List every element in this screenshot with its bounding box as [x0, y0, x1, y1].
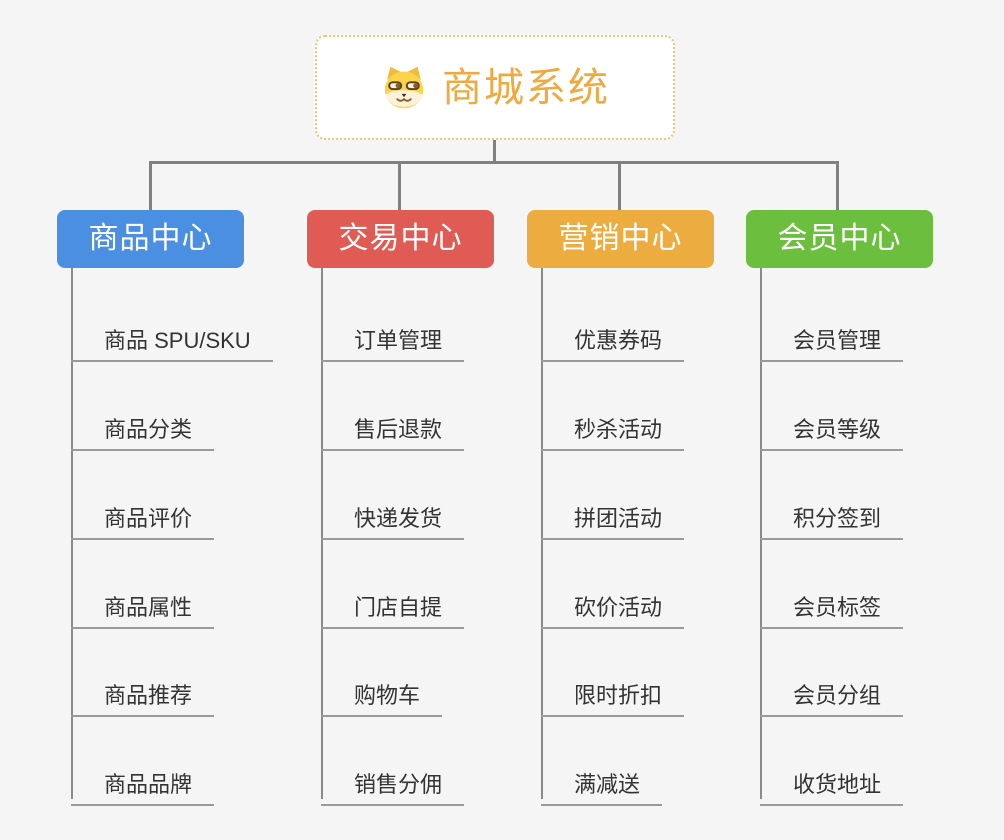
leaf-node[interactable]: 会员管理: [760, 315, 904, 362]
connector-drop-product-center: [149, 161, 152, 211]
leaf-node[interactable]: 商品推荐: [71, 670, 215, 717]
leaf-node[interactable]: 商品属性: [71, 582, 215, 629]
branch-spine: [321, 268, 323, 799]
branch-node-trade-center[interactable]: 交易中心: [307, 210, 494, 268]
connector-root-stub: [493, 140, 496, 164]
leaf-node[interactable]: 商品品牌: [71, 759, 215, 806]
leaf-node[interactable]: 购物车: [321, 670, 443, 717]
leaf-node[interactable]: 砍价活动: [541, 582, 685, 629]
branch-member-center: 会员中心 会员管理 会员等级 积分签到 会员标签 会员分组 收货地址: [746, 210, 996, 820]
leaf-node[interactable]: 快递发货: [321, 493, 465, 540]
branch-node-member-center[interactable]: 会员中心: [746, 210, 933, 268]
leaf-node[interactable]: 商品 SPU/SKU: [71, 315, 273, 362]
leaf-node[interactable]: 商品分类: [71, 404, 215, 451]
leaf-node[interactable]: 优惠券码: [541, 315, 685, 362]
connector-drop-member-center: [836, 161, 839, 211]
branch-spine: [760, 268, 762, 799]
leaf-node[interactable]: 收货地址: [760, 759, 904, 806]
leaf-node[interactable]: 商品评价: [71, 493, 215, 540]
connector-drop-marketing-center: [618, 161, 621, 211]
branch-spine: [541, 268, 543, 799]
leaf-node[interactable]: 满减送: [541, 759, 663, 806]
leaf-node[interactable]: 门店自提: [321, 582, 465, 629]
leaf-node[interactable]: 积分签到: [760, 493, 904, 540]
branch-product-center: 商品中心 商品 SPU/SKU 商品分类 商品评价 商品属性 商品推荐 商品品牌: [57, 210, 307, 820]
leaf-node[interactable]: 会员标签: [760, 582, 904, 629]
leaf-node[interactable]: 会员等级: [760, 404, 904, 451]
branch-spine: [71, 268, 73, 799]
leaf-node[interactable]: 销售分佣: [321, 759, 465, 806]
leaf-node[interactable]: 限时折扣: [541, 670, 685, 717]
leaf-node[interactable]: 秒杀活动: [541, 404, 685, 451]
leaf-node[interactable]: 拼团活动: [541, 493, 685, 540]
branch-trade-center: 交易中心 订单管理 售后退款 快递发货 门店自提 购物车 销售分佣: [307, 210, 557, 820]
branch-node-marketing-center[interactable]: 营销中心: [527, 210, 714, 268]
connector-horizontal-bus: [149, 161, 839, 164]
branch-marketing-center: 营销中心 优惠券码 秒杀活动 拼团活动 砍价活动 限时折扣 满减送: [527, 210, 777, 820]
dog-face-icon: [384, 66, 424, 109]
root-node-title: 商城系统: [442, 65, 610, 110]
leaf-node[interactable]: 订单管理: [321, 315, 465, 362]
branch-node-product-center[interactable]: 商品中心: [57, 210, 244, 268]
leaf-node[interactable]: 会员分组: [760, 670, 904, 717]
leaf-node[interactable]: 售后退款: [321, 404, 465, 451]
root-node[interactable]: 商城系统: [315, 35, 675, 140]
connector-drop-trade-center: [398, 161, 401, 211]
